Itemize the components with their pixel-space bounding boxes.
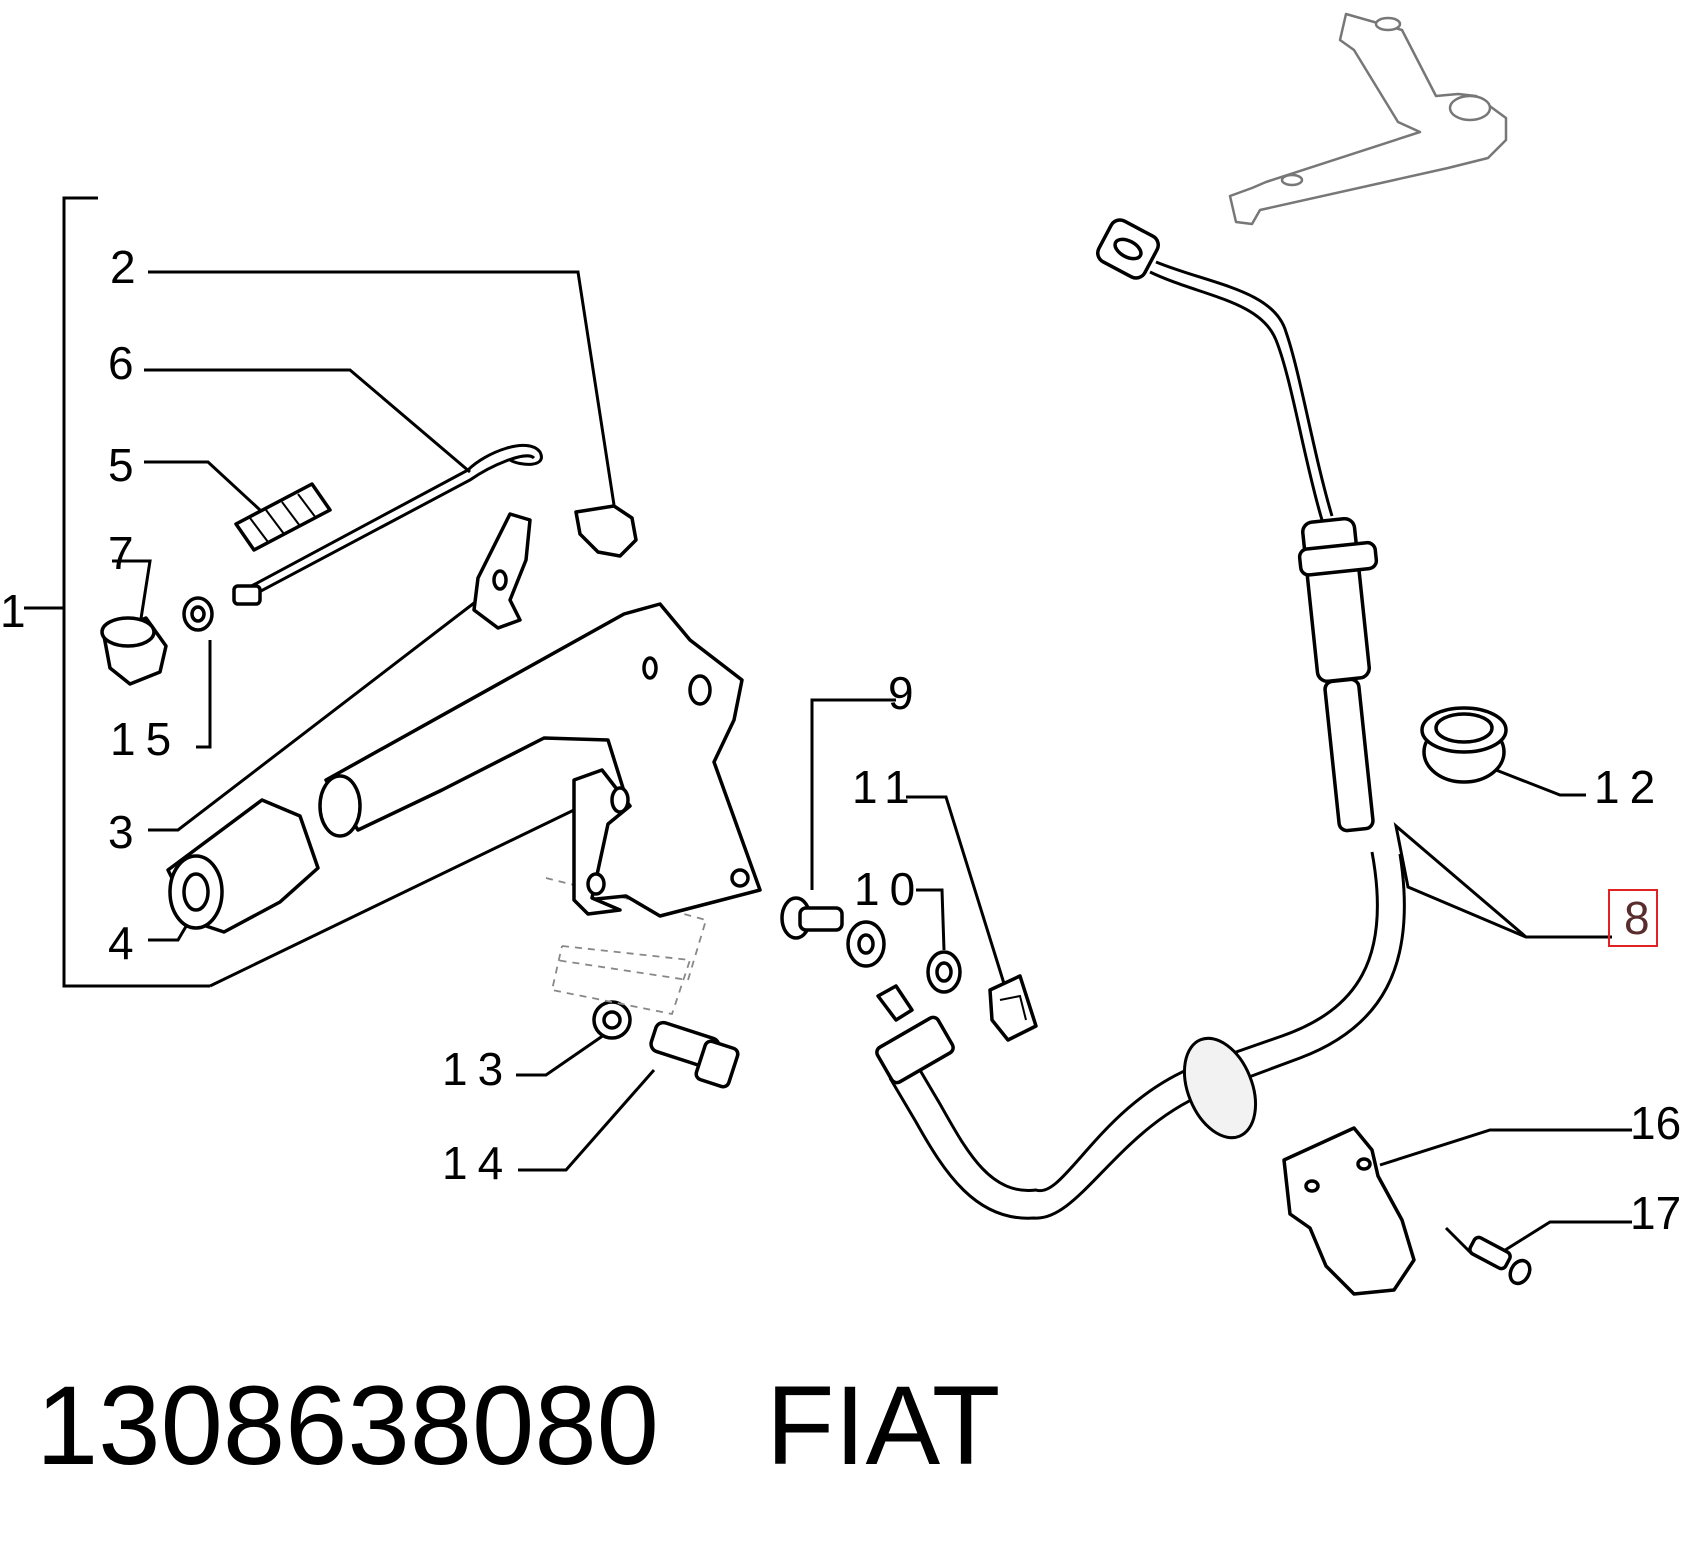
callout-15[interactable]: 15 <box>110 713 182 765</box>
callout-5[interactable]: 5 <box>108 439 134 491</box>
callout-7[interactable]: 7 <box>108 527 134 579</box>
callout-14[interactable]: 14 <box>442 1137 514 1189</box>
callout-11[interactable]: 11 <box>852 761 920 813</box>
callout-1[interactable]: 1 <box>0 585 26 637</box>
group-bracket-1 <box>24 196 210 988</box>
clip-part-11 <box>988 974 1038 1042</box>
cable-upper-section <box>1096 218 1379 833</box>
callout-16[interactable]: 16 <box>1630 1097 1682 1149</box>
cable-lower-section <box>846 851 1406 1220</box>
handbrake-lever-assembly <box>318 602 762 918</box>
cap-part-7 <box>100 616 168 686</box>
callout-13[interactable]: 13 <box>442 1043 514 1095</box>
callout-12[interactable]: 12 <box>1594 761 1666 813</box>
callout-6[interactable]: 6 <box>108 337 134 389</box>
bolt-part-14 <box>649 1020 740 1089</box>
callout-3[interactable]: 3 <box>108 806 134 858</box>
bolt-part-9 <box>780 896 844 940</box>
washer-part-13 <box>592 1000 632 1040</box>
brand-label: FIAT <box>766 1363 1001 1488</box>
grip-part-4 <box>166 798 320 934</box>
callout-9[interactable]: 9 <box>888 667 914 719</box>
callout-10[interactable]: 10 <box>854 863 926 915</box>
callout-4[interactable]: 4 <box>108 917 134 969</box>
grommet-part-12 <box>1420 706 1508 784</box>
washer-part-10 <box>926 950 962 994</box>
rivet-part-17 <box>1444 1226 1532 1286</box>
washer-part-15 <box>182 596 214 632</box>
part-number-label: 1308638080 <box>36 1363 659 1488</box>
spring-part-5 <box>234 482 332 552</box>
callout-17[interactable]: 17 <box>1630 1187 1682 1239</box>
pin-part-2 <box>574 504 638 558</box>
leader-lines <box>112 270 1632 1254</box>
clamp-part-16 <box>1282 1126 1416 1296</box>
rod-part-6 <box>232 443 543 606</box>
callout-8[interactable]: 8 <box>1608 889 1658 947</box>
lever-arm-part <box>1228 12 1508 226</box>
pawl-part-3 <box>472 512 532 630</box>
callout-2[interactable]: 2 <box>110 241 136 293</box>
